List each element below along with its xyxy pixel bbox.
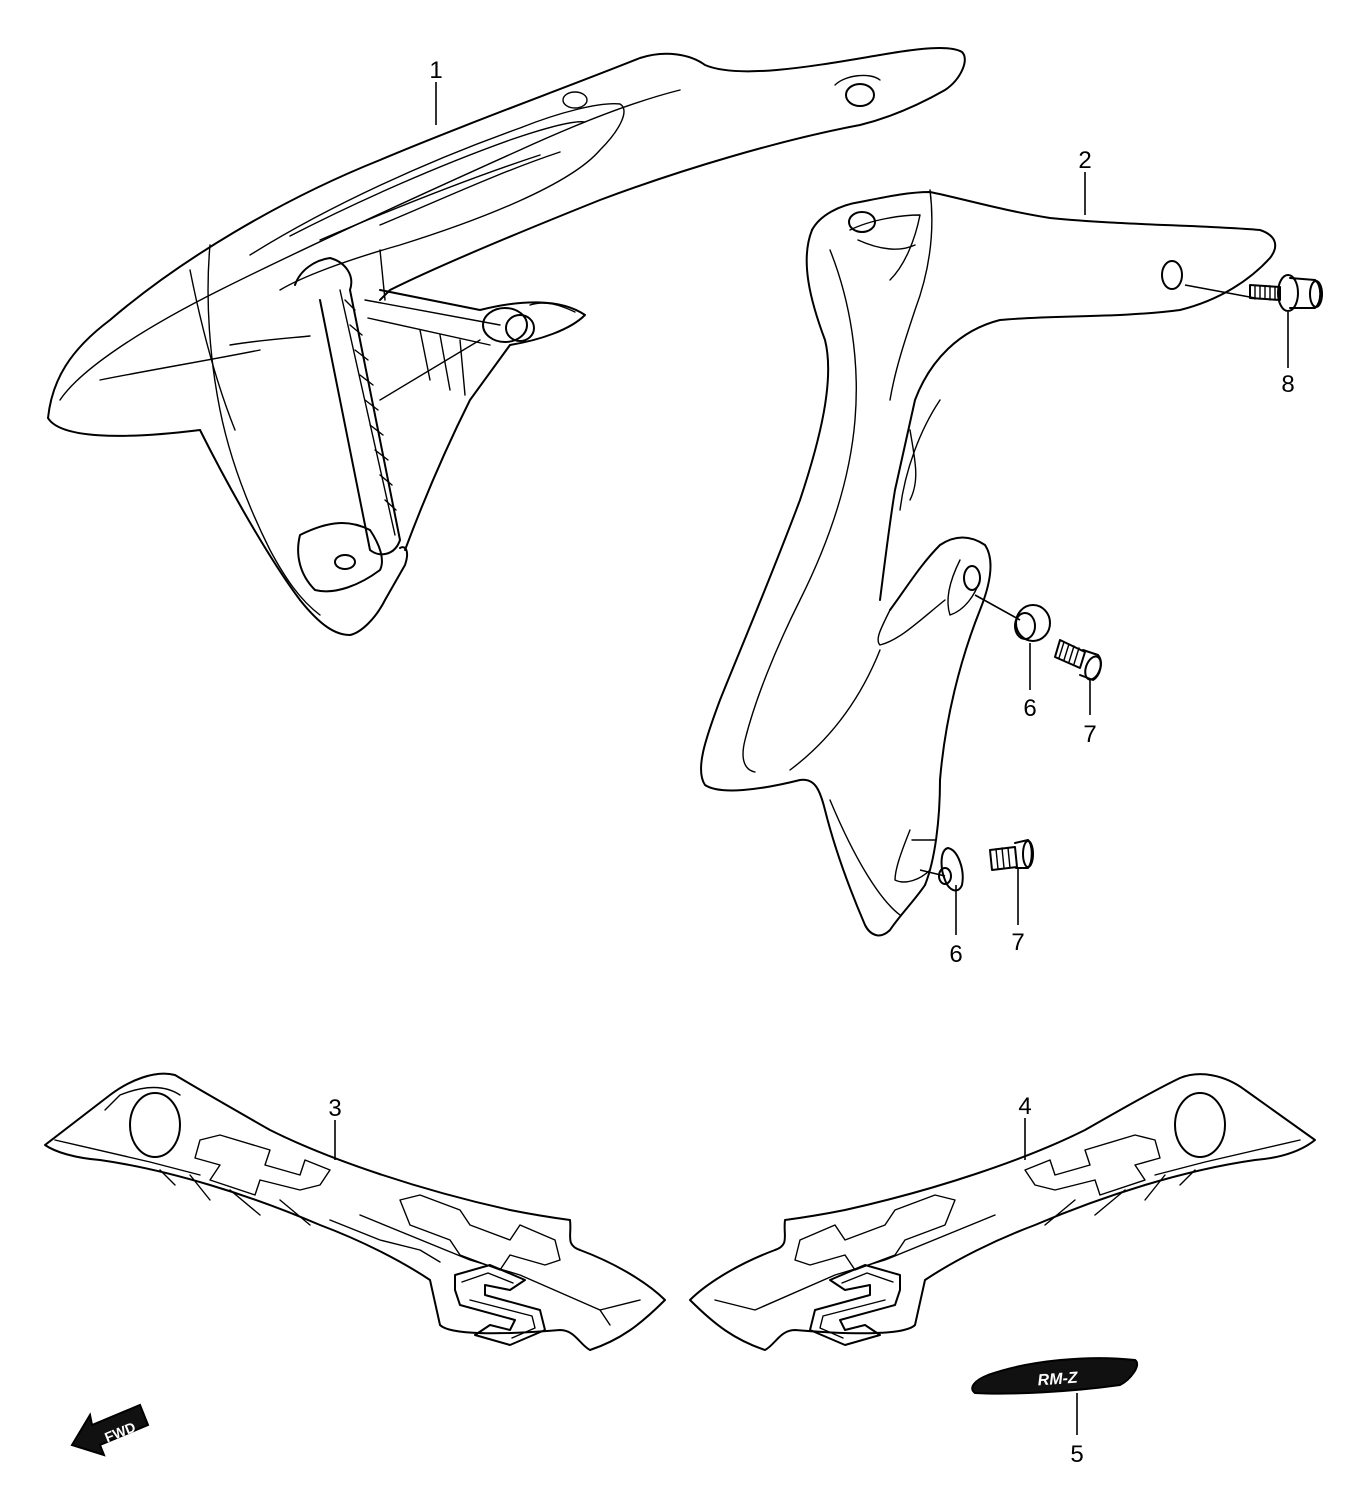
- part-5-emblem: RM-Z: [971, 1357, 1139, 1395]
- part-7-bolt-lower: [989, 839, 1034, 871]
- part-1-radiator-shroud: [47, 47, 966, 636]
- callout-1: 1: [429, 57, 442, 84]
- forward-direction-arrow: FWD: [70, 1403, 150, 1457]
- callout-5: 5: [1070, 1441, 1083, 1468]
- part-2-shroud: [699, 189, 1277, 937]
- part-3-decal-left: [44, 1072, 666, 1351]
- callout-3: 3: [328, 1095, 341, 1122]
- part-4-decal-right: [689, 1073, 1316, 1351]
- part-8-bolt: [1249, 274, 1323, 312]
- callout-2: 2: [1078, 147, 1091, 174]
- callout-6-upper: 6: [1023, 695, 1036, 722]
- callout-7-upper: 7: [1083, 721, 1096, 748]
- part-6-washer-lower: [938, 847, 964, 892]
- emblem-text: RM-Z: [1037, 1370, 1079, 1390]
- callout-8: 8: [1281, 371, 1294, 398]
- part-6-washer-upper: [1014, 604, 1051, 642]
- callout-4: 4: [1018, 1093, 1031, 1120]
- part-7-bolt-upper: [1054, 639, 1102, 681]
- callout-6-lower: 6: [949, 941, 962, 968]
- callout-7-lower: 7: [1011, 929, 1024, 956]
